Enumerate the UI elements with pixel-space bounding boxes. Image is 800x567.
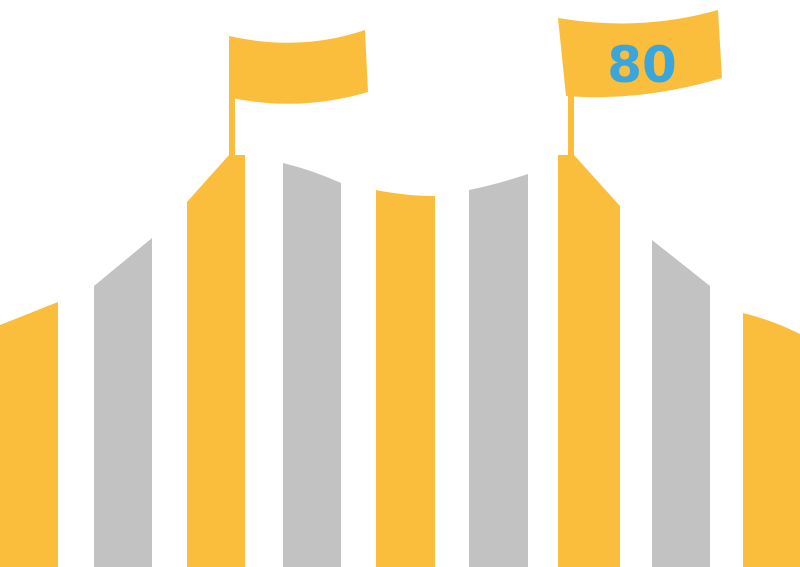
bar [743,313,800,567]
flag-number: 80 [607,36,677,94]
bar [187,155,245,567]
bar [652,240,710,567]
bar [0,302,58,567]
flag-icon [558,10,722,156]
bar [558,155,620,567]
bar [283,163,341,567]
bar [376,190,435,567]
flag-icon [229,30,368,158]
bar [94,238,152,567]
bar [469,174,528,567]
